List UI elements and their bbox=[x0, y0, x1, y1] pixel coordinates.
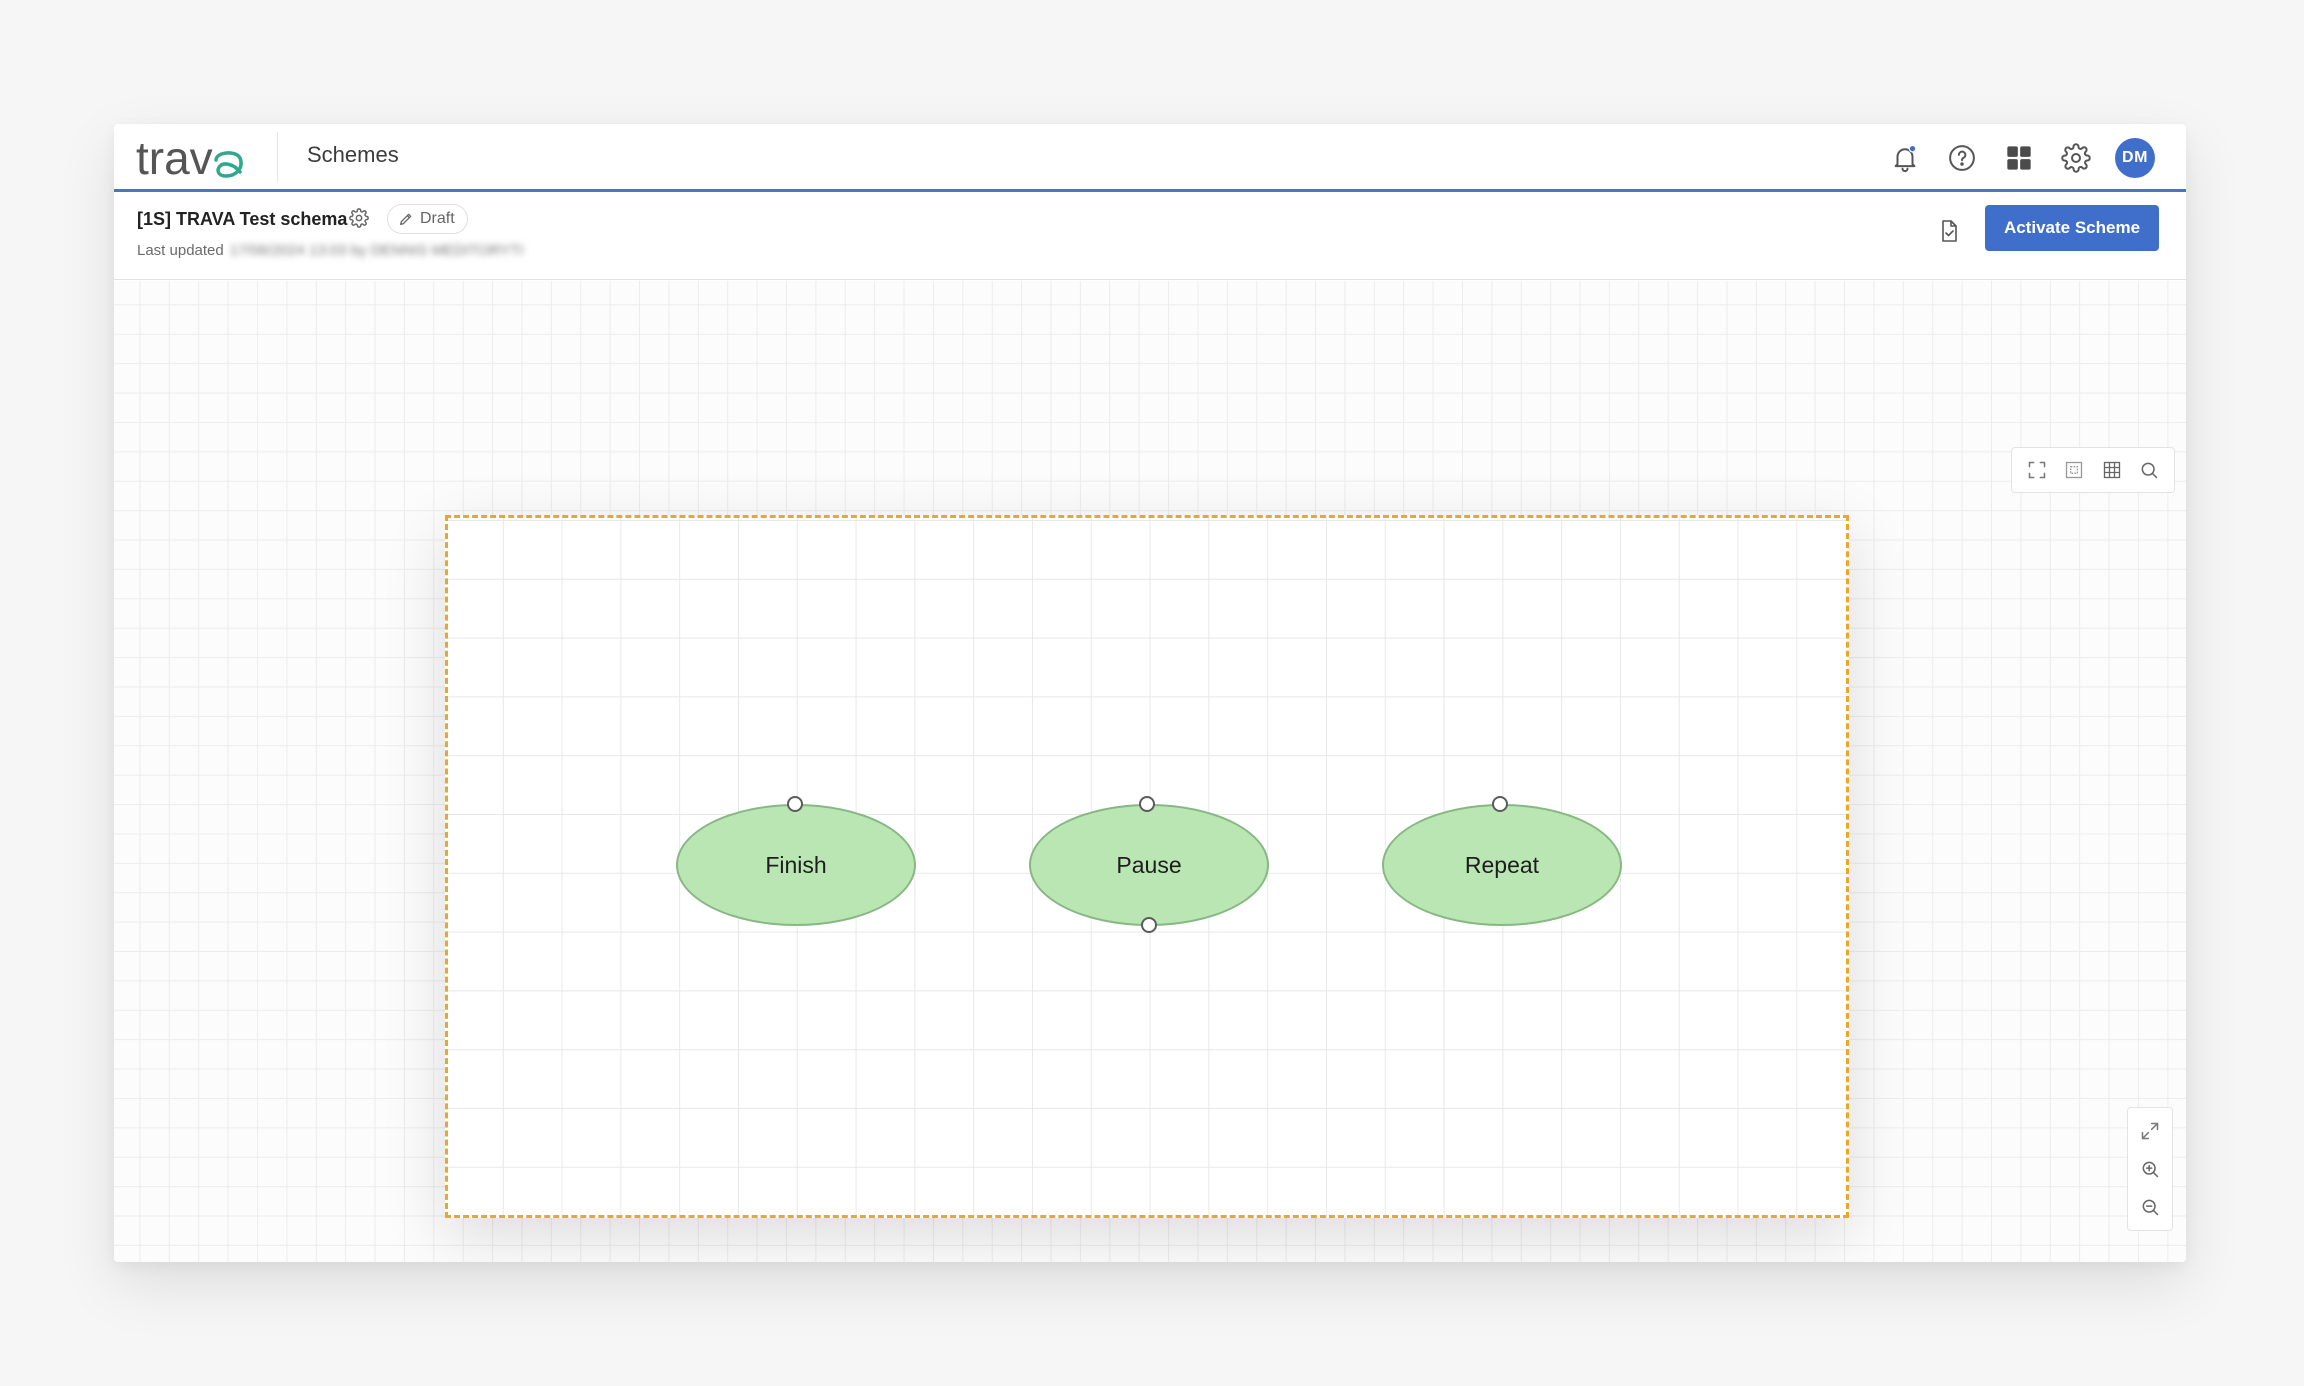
trava-logo[interactable]: trav bbox=[136, 128, 248, 188]
logo-divider bbox=[277, 132, 278, 182]
node-repeat-top-port[interactable] bbox=[1492, 796, 1508, 812]
node-repeat[interactable]: Repeat bbox=[1382, 804, 1622, 926]
section-title: Schemes bbox=[307, 142, 399, 167]
node-label: Finish bbox=[765, 851, 827, 878]
node-finish-top-port[interactable] bbox=[787, 796, 803, 812]
node-label: Pause bbox=[1116, 851, 1182, 878]
schema-info-bar: [1S] TRAVA Test schema Draft Last update… bbox=[114, 192, 2186, 280]
schema-settings-icon[interactable] bbox=[349, 208, 371, 230]
draft-label: Draft bbox=[420, 210, 455, 227]
fit-page-icon[interactable] bbox=[2059, 455, 2089, 485]
user-avatar[interactable]: DM bbox=[2115, 138, 2155, 178]
node-pause[interactable]: Pause bbox=[1029, 804, 1269, 926]
validate-document-icon[interactable] bbox=[1932, 214, 1966, 248]
grid-icon[interactable] bbox=[2097, 455, 2127, 485]
schema-title: [1S] TRAVA Test schema bbox=[137, 209, 348, 229]
canvas-view-tools bbox=[2011, 447, 2175, 493]
node-pause-top-port[interactable] bbox=[1139, 796, 1155, 812]
pencil-icon bbox=[398, 211, 414, 227]
diagram-canvas[interactable]: Finish Pause Repeat bbox=[114, 281, 2186, 1262]
logo-wordmark: trav bbox=[136, 132, 213, 184]
last-updated-value: 17/06/2024 13:03 by DENNIS MEDITORYTI bbox=[229, 242, 524, 259]
bell-icon[interactable] bbox=[1887, 140, 1923, 176]
expand-icon[interactable] bbox=[2135, 1116, 2165, 1146]
help-icon[interactable] bbox=[1944, 140, 1980, 176]
fullscreen-icon[interactable] bbox=[2022, 455, 2052, 485]
zoom-in-icon[interactable] bbox=[2135, 1154, 2165, 1184]
activate-scheme-button[interactable]: Activate Scheme bbox=[1985, 205, 2159, 251]
gear-icon[interactable] bbox=[2058, 140, 2094, 176]
node-pause-bottom-port[interactable] bbox=[1141, 917, 1157, 933]
apps-grid-icon[interactable] bbox=[2001, 140, 2037, 176]
node-label: Repeat bbox=[1464, 851, 1540, 878]
zoom-out-icon[interactable] bbox=[2135, 1192, 2165, 1222]
last-updated: Last updated 17/06/2024 13:03 by DENNIS … bbox=[137, 242, 524, 259]
draft-status-chip[interactable]: Draft bbox=[387, 204, 468, 234]
last-updated-label: Last updated bbox=[137, 242, 224, 259]
search-icon[interactable] bbox=[2134, 455, 2164, 485]
top-bar: trav Schemes bbox=[114, 124, 2186, 192]
node-finish[interactable]: Finish bbox=[676, 804, 916, 926]
scheme-editor-window: trav Schemes bbox=[114, 124, 2186, 1262]
zoom-controls bbox=[2127, 1107, 2173, 1231]
